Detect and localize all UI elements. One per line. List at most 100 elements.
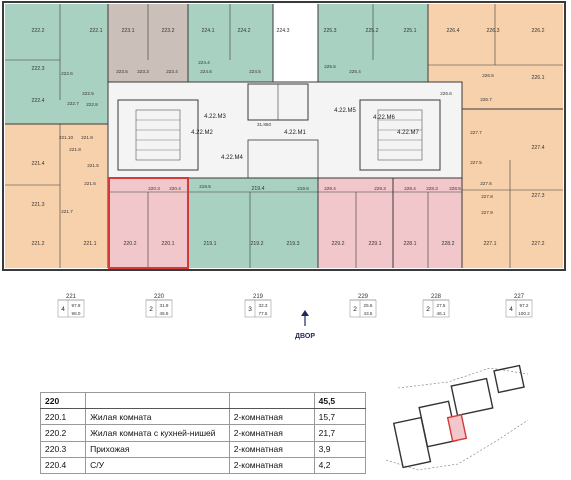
apartment-area-living: 98.0 (72, 311, 81, 316)
room-label: 220.3 (148, 186, 160, 191)
room-name: Жилая комната с кухней-нишей (85, 424, 230, 442)
apartment-type: 2-комнатная (228, 408, 315, 426)
apartment-area-living: 100.2 (518, 311, 530, 316)
key-building (450, 377, 494, 417)
site-boundary (385, 419, 529, 471)
room-label: 221.8 (69, 147, 81, 152)
site-boundary (397, 367, 529, 389)
apartment-number: 229 (358, 294, 369, 300)
table-header-row: 220 45,5 (39, 391, 367, 410)
room-label: 221.3 (32, 202, 45, 208)
room-area: 4,2 (313, 456, 367, 474)
room-label: 220.4 (169, 186, 181, 191)
apartment-area-total: 32.3 (259, 303, 268, 308)
apartment-number: 221 (66, 294, 77, 300)
core-room-label: 4.22.M4 (221, 155, 243, 161)
room-label: 220.1 (162, 241, 175, 247)
room-label: 226.1 (532, 75, 545, 81)
room-label: 228.4 (404, 186, 416, 191)
room-area: 15,7 (313, 408, 367, 426)
table-row: 220.4 С/У 2-комнатная 4,2 (39, 456, 367, 474)
room-label: 225.1 (404, 28, 417, 34)
apartment-number: 227 (514, 294, 525, 300)
room-label: 221.1 (84, 241, 97, 247)
apartment-rooms: 3 (248, 306, 252, 313)
core-labels: 4.22.M1 4.22.M2 4.22.M3 4.22.M4 4.22.M5 … (191, 108, 419, 161)
room-label: 219.4 (252, 186, 265, 192)
core-room-label: 4.22.M2 (191, 130, 213, 136)
room-label: 229.1 (369, 241, 382, 247)
zone-228 (393, 178, 462, 268)
room-label: 219.5 (199, 184, 211, 189)
room-label: 224.4 (198, 60, 210, 65)
room-label: 227.8 (481, 194, 493, 199)
core-room-label: 4.22.M7 (397, 130, 419, 136)
room-label: 223.5 (116, 69, 128, 74)
room-label: 221.9 (81, 135, 93, 140)
room-label: 227.2 (532, 241, 545, 247)
room-labels: 222.2 222.1 222.3 222.6 222.4 222.5 222.… (32, 28, 545, 247)
apartment-area-living: 77.5 (259, 311, 268, 316)
yard-pointer: ДВОР (295, 310, 315, 340)
room-label: 225.2 (366, 28, 379, 34)
room-label: 221.5 (87, 163, 99, 168)
stair-west (117, 99, 199, 171)
room-label: 224.6 (200, 69, 212, 74)
room-area: 21,7 (313, 424, 367, 442)
room-label: 226.7 (480, 97, 492, 102)
zone-229 (318, 178, 393, 268)
table-row: 220.2 Жилая комната с кухней-нишей 2-ком… (39, 424, 367, 442)
room-label: 226.3 (487, 28, 500, 34)
room-label: 229.2 (332, 241, 345, 247)
room-label: 221.7 (61, 209, 73, 214)
apartment-type: 2-комнатная (228, 440, 315, 458)
room-label: 222.7 (67, 101, 79, 106)
room-label: 223.1 (122, 28, 135, 34)
room-code: 220.2 (39, 424, 87, 442)
room-label: 228.2 (442, 241, 455, 247)
table-row: 220.1 Жилая комната 2-комнатная 15,7 (39, 408, 367, 426)
room-label: 221.10 (59, 135, 73, 140)
room-label: 227.6 (480, 181, 492, 186)
room-name: С/У (85, 456, 230, 474)
room-label: 222.8 (86, 102, 98, 107)
room-label: 221.2 (32, 241, 45, 247)
room-label: 226.2 (532, 28, 545, 34)
room-label: 229.3 (374, 186, 386, 191)
room-label: 221.6 (84, 181, 96, 186)
apartment-area-total: 25.6 (364, 303, 373, 308)
room-label: 227.7 (470, 130, 482, 135)
room-label: 224.2 (238, 28, 251, 34)
room-label: 227.5 (470, 160, 482, 165)
zone-219 (188, 178, 318, 268)
apartment-type: 2-комнатная (228, 456, 315, 474)
room-label: 222.4 (32, 98, 45, 104)
apartment-number: 228 (431, 294, 442, 300)
room-label: 227.4 (532, 145, 545, 151)
apartment-type: 2-комнатная (228, 424, 315, 442)
room-label: 225.4 (349, 69, 361, 74)
apartment-area-total: 27.5 (437, 303, 446, 308)
apartment-rooms: 4 (61, 306, 65, 313)
room-label: 219.6 (297, 186, 309, 191)
zone-227 (462, 109, 563, 268)
room-label: 227.1 (484, 241, 497, 247)
room-name: Прихожая (85, 440, 230, 458)
apartment-area-total: 97.8 (72, 303, 81, 308)
room-code: 220.4 (39, 456, 87, 474)
apartment-rooms: 2 (353, 306, 357, 313)
room-label: 223.3 (137, 69, 149, 74)
apartment-info-boxes: 221 4 97.8 98.0 220 2 31.9 45.5 219 3 32… (57, 294, 533, 318)
room-label: 223.4 (166, 69, 178, 74)
room-label: 219.2 (251, 241, 264, 247)
room-label: 222.3 (32, 66, 45, 72)
highlight-apartment-220 (108, 177, 189, 269)
site-key-plan (385, 364, 529, 471)
room-label: 227.9 (481, 210, 493, 215)
apartment-rooms: 2 (426, 306, 430, 313)
room-label: 226.4 (447, 28, 460, 34)
zone-224 (188, 4, 273, 82)
key-building (493, 364, 525, 394)
apartment-code: 220 (39, 391, 87, 410)
